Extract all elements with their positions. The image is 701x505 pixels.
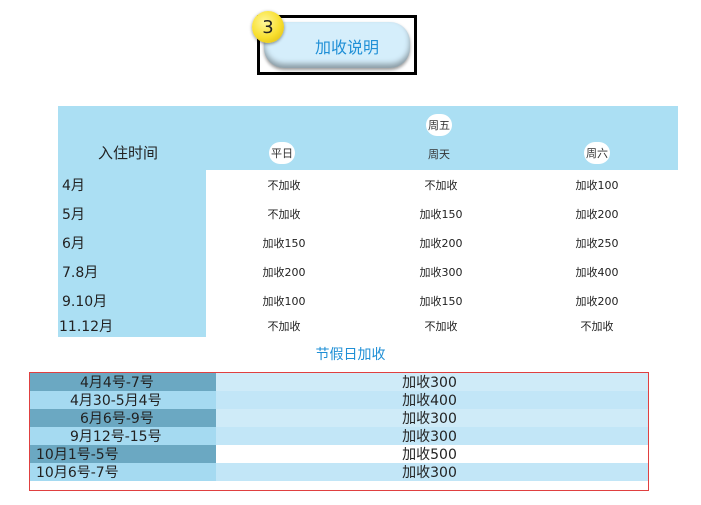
weekday-rate: 不加收 [267, 178, 301, 192]
table-row: 6月 加收150 加收200 加收250 [58, 228, 678, 257]
holiday-date: 10月6号-7号 [30, 463, 216, 481]
saturday-rate: 加收200 [575, 294, 619, 308]
surcharge-info-button-label: 加收说明 [314, 38, 379, 57]
fri-sun-rate: 加收150 [419, 294, 463, 308]
month-cell: 7.8月 [58, 257, 206, 286]
fri-sun-rate: 加收200 [419, 236, 463, 250]
weekday-rate: 不加收 [267, 207, 301, 221]
saturday-rate: 加收400 [575, 265, 619, 279]
holiday-date: 10月1号-5号 [30, 445, 216, 463]
holiday-rate: 加收300 [402, 375, 457, 391]
rate-table-header: 入住时间 平日 周五 周天 周六 [58, 106, 678, 170]
table-row: 4月30-5月4号 加收400 [30, 391, 648, 409]
holiday-rate: 加收300 [402, 465, 457, 481]
holiday-rate: 加收300 [402, 411, 457, 427]
table-row: 10月6号-7号 加收300 [30, 463, 648, 481]
saturday-rate: 加收200 [575, 207, 619, 221]
table-row: 7.8月 加收200 加收300 加收400 [58, 257, 678, 286]
table-row: 10月1号-5号 加收500 [30, 445, 648, 463]
holiday-surcharge-table: 4月4号-7号 加收300 4月30-5月4号 加收400 6月6号-9号 加收… [29, 372, 649, 491]
fri-sun-rate: 不加收 [424, 320, 458, 333]
table-row: 6月6号-9号 加收300 [30, 409, 648, 427]
holiday-date: 9月12号-15号 [30, 427, 216, 445]
month-cell: 11.12月 [58, 315, 206, 337]
fri-sun-rate: 加收300 [419, 265, 463, 279]
saturday-rate: 加收250 [575, 236, 619, 250]
holiday-date: 6月6号-9号 [30, 409, 216, 427]
sunday-header: 周天 [428, 148, 450, 161]
month-cell: 6月 [58, 228, 206, 257]
table-row: 9.10月 加收100 加收150 加收200 [58, 286, 678, 315]
month-cell: 5月 [58, 199, 206, 228]
fri-sun-rate: 不加收 [424, 178, 458, 192]
holiday-date: 4月30-5月4号 [30, 391, 216, 409]
holiday-rate: 加收400 [402, 393, 457, 409]
table-row: 4月4号-7号 加收300 [30, 373, 648, 391]
saturday-rate: 不加收 [580, 320, 614, 333]
weekday-rate: 加收200 [262, 265, 306, 279]
surcharge-info-button[interactable]: 加收说明 [257, 15, 417, 75]
weekday-rate: 不加收 [267, 320, 301, 333]
table-row: 9月12号-15号 加收300 [30, 427, 648, 445]
weekday-rate: 加收100 [262, 294, 306, 308]
friday-header: 周五 [426, 114, 452, 136]
table-row: 5月 不加收 加收150 加收200 [58, 199, 678, 228]
holiday-rate: 加收500 [402, 447, 457, 463]
surcharge-rate-table: 入住时间 平日 周五 周天 周六 4月 不加收 不加收 加收100 5月 不加收… [58, 106, 678, 337]
holiday-rate: 加收300 [402, 429, 457, 445]
table-row: 11.12月 不加收 不加收 不加收 [58, 315, 678, 337]
surcharge-info-button-pill[interactable]: 加收说明 [264, 22, 410, 68]
step-number-badge: 3 [252, 11, 284, 43]
month-cell: 4月 [58, 170, 206, 199]
fri-sun-rate: 加收150 [419, 207, 463, 221]
saturday-rate: 加收100 [575, 178, 619, 192]
weekday-header: 平日 [269, 142, 295, 164]
table-row: 4月 不加收 不加收 加收100 [58, 170, 678, 199]
weekday-rate: 加收150 [262, 236, 306, 250]
saturday-header: 周六 [584, 142, 610, 164]
holiday-date: 4月4号-7号 [30, 373, 216, 391]
holiday-surcharge-title: 节假日加收 [315, 347, 386, 363]
month-cell: 9.10月 [58, 286, 206, 315]
stay-time-header: 入住时间 [98, 144, 159, 162]
